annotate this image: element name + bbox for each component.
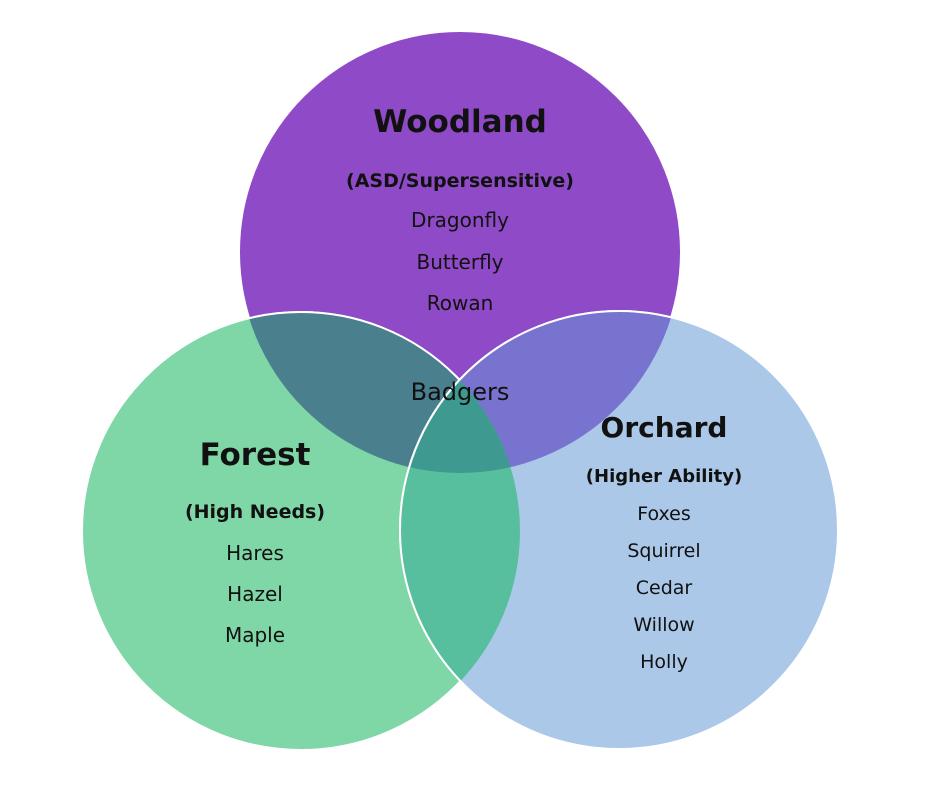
forest-item: Maple	[224, 623, 286, 647]
woodland-item: Butterfly	[416, 250, 504, 274]
orchard-item: Willow	[633, 614, 695, 636]
woodland-subtitle: (ASD/Supersensitive)	[346, 170, 574, 192]
forest-subtitle: (High Needs)	[184, 501, 326, 523]
center-label: Badgers	[410, 378, 510, 406]
forest-title: Forest	[199, 437, 311, 473]
woodland-orchard-overlap	[399, 310, 681, 473]
orchard-item: Cedar	[635, 577, 693, 599]
forest-item: Hazel	[227, 582, 283, 606]
orchard-item: Squirrel	[627, 540, 701, 562]
orchard-subtitle: (Higher Ability)	[585, 466, 743, 487]
orchard-title: Orchard	[600, 411, 728, 444]
woodland-item: Rowan	[426, 291, 494, 315]
woodland-item: Dragonfly	[411, 208, 509, 232]
forest-item: Hares	[226, 541, 284, 565]
woodland-forest-overlap	[239, 311, 521, 473]
orchard-item: Foxes	[637, 503, 691, 525]
orchard-item: Holly	[640, 651, 688, 673]
woodland-title: Woodland	[373, 104, 547, 140]
